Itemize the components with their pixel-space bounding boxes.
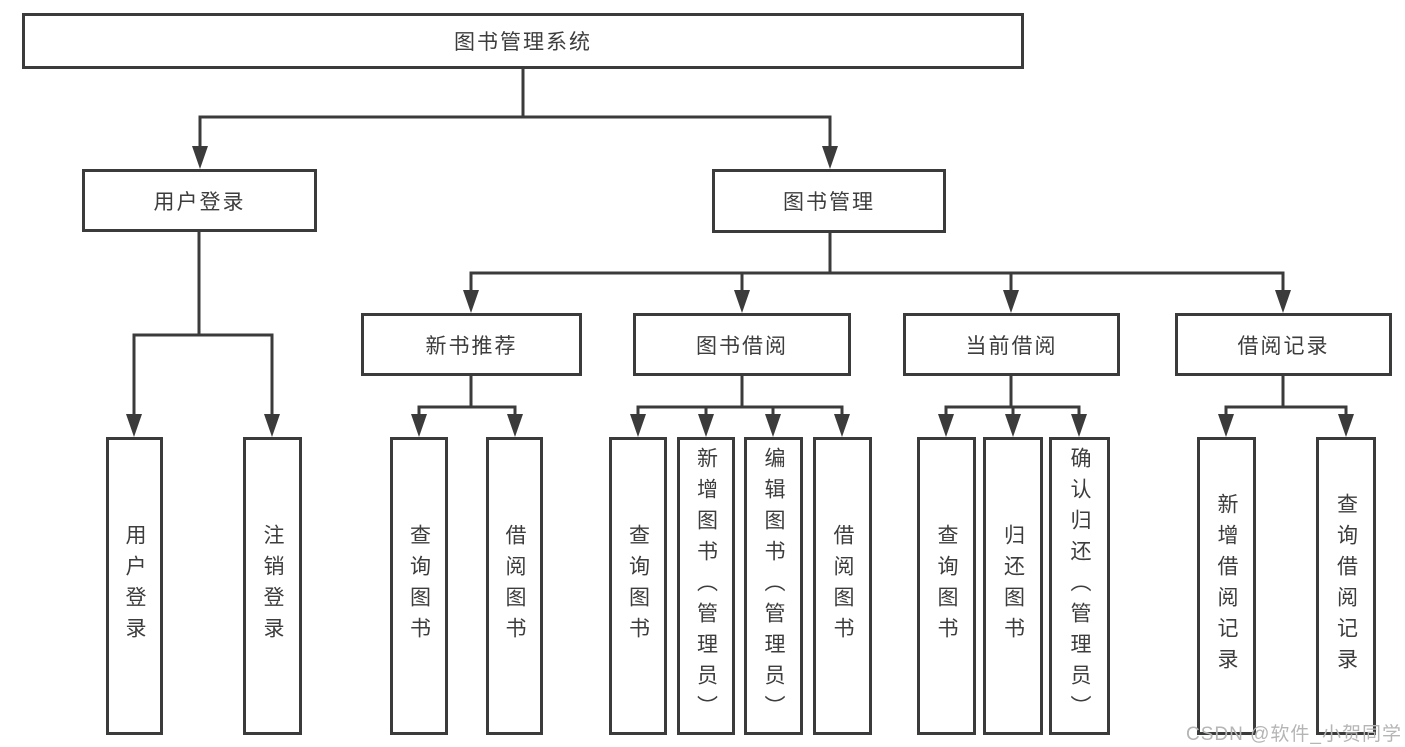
leaf-borrowing-add-book-admin: 新增图书（管理员）	[677, 437, 735, 735]
leaf-current-confirm-return-admin: 确认归还（管理员）	[1049, 437, 1110, 735]
connector-root-to-level1	[192, 69, 838, 169]
leaf-recommend-borrow-book: 借阅图书	[486, 437, 543, 735]
node-current-borrowing: 当前借阅	[903, 313, 1120, 376]
leaf-records-add-record-label: 新增借阅记录	[1215, 493, 1239, 679]
leaf-borrowing-edit-book-admin-label: 编辑图书（管理员）	[762, 446, 786, 726]
connector-user-login-branch	[126, 232, 280, 437]
connector-current-branch	[938, 376, 1087, 437]
leaf-user-login: 用户登录	[106, 437, 163, 735]
node-new-book-recommend: 新书推荐	[361, 313, 582, 376]
leaf-borrowing-edit-book-admin: 编辑图书（管理员）	[744, 437, 803, 735]
leaf-recommend-query-book: 查询图书	[390, 437, 448, 735]
leaf-current-return-book: 归还图书	[983, 437, 1043, 735]
node-user-login: 用户登录	[82, 169, 317, 232]
leaf-records-query-record-label: 查询借阅记录	[1334, 493, 1358, 679]
node-book-management-label: 图书管理	[783, 191, 875, 214]
node-root-system-label: 图书管理系统	[454, 31, 592, 54]
node-borrowing-records: 借阅记录	[1175, 313, 1392, 376]
leaf-recommend-query-book-label: 查询图书	[407, 524, 431, 648]
leaf-user-logout-label: 注销登录	[261, 524, 285, 648]
leaf-recommend-borrow-book-label: 借阅图书	[503, 524, 527, 648]
leaf-borrowing-query-book-label: 查询图书	[626, 524, 650, 648]
leaf-user-login-label: 用户登录	[123, 524, 147, 648]
leaf-borrowing-borrow-book: 借阅图书	[813, 437, 872, 735]
leaf-records-add-record: 新增借阅记录	[1197, 437, 1256, 735]
leaf-current-confirm-return-admin-label: 确认归还（管理员）	[1068, 446, 1092, 726]
node-book-borrowing: 图书借阅	[633, 313, 851, 376]
node-book-management: 图书管理	[712, 169, 946, 233]
connector-recommend-branch	[411, 376, 523, 437]
node-root-system: 图书管理系统	[22, 13, 1024, 69]
leaf-current-return-book-label: 归还图书	[1001, 524, 1025, 648]
csdn-watermark: CSDN @软件_小贺同学	[1186, 724, 1402, 745]
connector-book-mgmt-branch	[463, 233, 1291, 313]
leaf-borrowing-query-book: 查询图书	[609, 437, 667, 735]
leaf-borrowing-borrow-book-label: 借阅图书	[831, 524, 855, 648]
leaf-user-logout: 注销登录	[243, 437, 302, 735]
leaf-borrowing-add-book-admin-label: 新增图书（管理员）	[694, 446, 718, 726]
connector-records-branch	[1218, 376, 1354, 437]
node-current-borrowing-label: 当前借阅	[965, 334, 1058, 358]
node-new-book-recommend-label: 新书推荐	[425, 334, 518, 358]
leaf-current-query-book: 查询图书	[917, 437, 976, 735]
leaf-current-query-book-label: 查询图书	[935, 524, 959, 648]
connector-borrowing-branch	[630, 376, 850, 437]
node-book-borrowing-label: 图书借阅	[696, 334, 788, 358]
node-borrowing-records-label: 借阅记录	[1237, 334, 1330, 358]
node-user-login-label: 用户登录	[153, 190, 246, 214]
leaf-records-query-record: 查询借阅记录	[1316, 437, 1376, 735]
